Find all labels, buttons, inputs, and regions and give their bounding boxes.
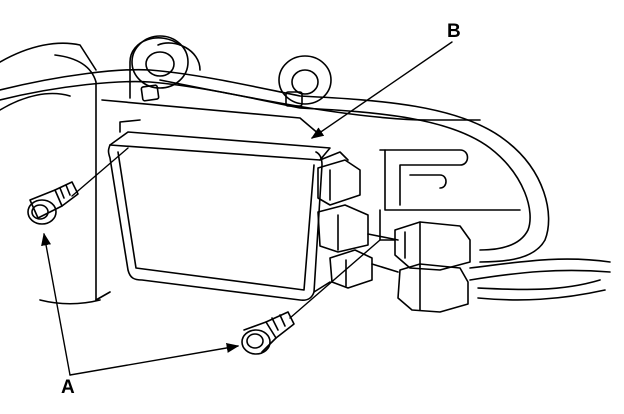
leader-lines bbox=[71, 147, 381, 319]
arrow-a-to-bottom-bolt bbox=[69, 342, 240, 376]
control-unit bbox=[107, 119, 349, 301]
wire-harness-lower bbox=[469, 258, 611, 301]
body-panel bbox=[0, 37, 481, 305]
grommet-center bbox=[278, 55, 332, 105]
harness-connectors bbox=[367, 221, 471, 313]
callout-label-a: A bbox=[61, 377, 75, 398]
mounting-bracket bbox=[379, 149, 521, 241]
bolt-bottom bbox=[241, 311, 295, 355]
unit-connectors bbox=[317, 159, 373, 289]
bolt-left bbox=[27, 181, 79, 225]
callout-arrows bbox=[41, 41, 453, 376]
arrow-b-to-unit bbox=[310, 41, 453, 139]
wire-harness-upper bbox=[0, 68, 550, 263]
grommet-left bbox=[131, 35, 189, 89]
callout-label-b: B bbox=[447, 21, 461, 42]
arrow-a-to-left-bolt bbox=[41, 232, 71, 376]
